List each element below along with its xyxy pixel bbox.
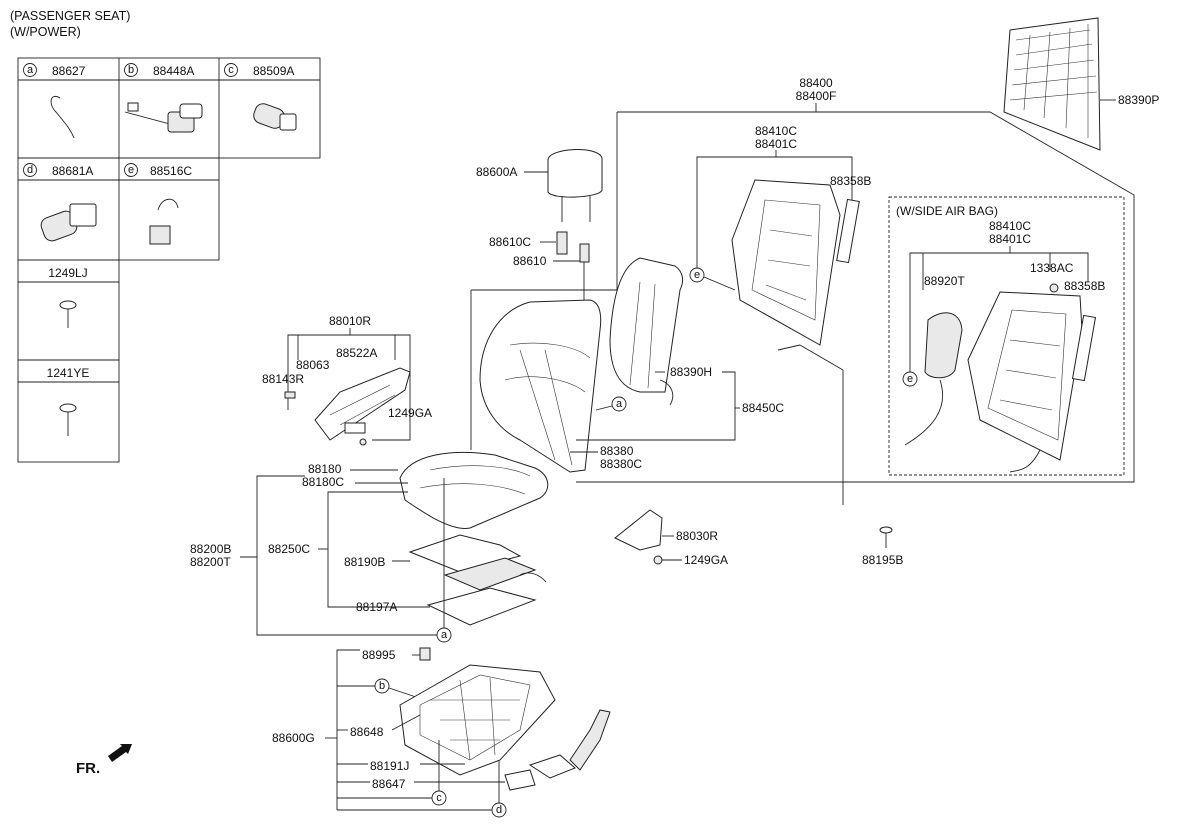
label-88250C: 88250C bbox=[268, 542, 310, 556]
label-88410C-2: 88410C bbox=[989, 219, 1031, 233]
label-88401C: 88401C bbox=[755, 137, 797, 151]
screw-icon bbox=[59, 403, 77, 436]
airbag-frame bbox=[904, 283, 1097, 473]
label-88400F: 88400F bbox=[796, 89, 837, 103]
side-airbag-box: (W/SIDE AIR BAG) 88410C 88401C 88920T 13… bbox=[888, 196, 1125, 476]
callout-d-text: d bbox=[496, 804, 502, 816]
label-88648: 88648 bbox=[350, 725, 384, 739]
label-88030R: 88030R bbox=[676, 529, 718, 543]
label-88400: 88400 bbox=[799, 76, 833, 90]
seat-back-frame bbox=[731, 179, 860, 346]
bolt-88195B bbox=[879, 526, 893, 548]
label-88610C: 88610C bbox=[489, 235, 531, 249]
label-side-airbag: (W/SIDE AIR BAG) bbox=[896, 204, 998, 218]
callout-e-2-text: e bbox=[907, 373, 913, 385]
legend-key-c: c bbox=[228, 64, 234, 76]
label-88401C-2: 88401C bbox=[989, 232, 1031, 246]
label-88647: 88647 bbox=[372, 777, 406, 791]
legend-part-1249LJ: 1249LJ bbox=[48, 266, 87, 280]
label-88380: 88380 bbox=[600, 444, 634, 458]
label-88200T: 88200T bbox=[190, 555, 231, 569]
seat-motor-icon bbox=[253, 103, 297, 131]
seat-back-cover: 88390H 88450C a 88380 88380C bbox=[479, 257, 784, 473]
legend-cell-d: d 88681A bbox=[23, 163, 97, 242]
legend-cell-c: c 88509A bbox=[224, 63, 297, 131]
callout-a-text: a bbox=[616, 398, 623, 410]
legend-table: a 88627 b 88448A c 88509A bbox=[17, 57, 321, 463]
label-1338AC: 1338AC bbox=[1030, 261, 1074, 275]
legend-part-d: 88681A bbox=[52, 164, 93, 178]
power-motor-icon bbox=[40, 203, 97, 242]
label-88358B: 88358B bbox=[830, 174, 871, 188]
screw-icon bbox=[59, 300, 77, 328]
label-88600A: 88600A bbox=[476, 165, 517, 179]
label-88610: 88610 bbox=[513, 254, 547, 268]
legend-part-a: 88627 bbox=[52, 64, 86, 78]
title-line2: (W/POWER) bbox=[10, 25, 81, 39]
callout-b-text: b bbox=[379, 680, 385, 692]
label-88200B: 88200B bbox=[190, 542, 231, 556]
label-88180C: 88180C bbox=[302, 475, 344, 489]
legend-cell-a: a 88627 bbox=[23, 63, 86, 139]
legend-cell-e: e 88516C bbox=[124, 163, 192, 245]
side-shield: 88010R 88063 88522A 88143R 1249GA bbox=[262, 314, 432, 446]
label-88380C: 88380C bbox=[600, 457, 642, 471]
legend-key-a: a bbox=[27, 64, 34, 76]
label-fr: FR. bbox=[76, 760, 100, 777]
label-88143R: 88143R bbox=[262, 372, 304, 386]
label-88191J: 88191J bbox=[370, 759, 409, 773]
label-88010R: 88010R bbox=[329, 314, 371, 328]
label-88190B: 88190B bbox=[344, 555, 385, 569]
label-88197A: 88197A bbox=[356, 600, 397, 614]
legend-cell-b: b 88448A bbox=[124, 63, 203, 133]
legend-part-1241YE: 1241YE bbox=[47, 366, 90, 380]
callout-a bbox=[611, 396, 627, 412]
label-88410C: 88410C bbox=[755, 124, 797, 138]
label-88390H: 88390H bbox=[670, 365, 712, 379]
legend-key-d: d bbox=[27, 164, 33, 176]
label-88063: 88063 bbox=[296, 358, 330, 372]
label-1249GA: 1249GA bbox=[388, 406, 432, 420]
seat-track: 88995 b 88600G 88648 88191J 88647 c d bbox=[272, 647, 611, 818]
title-line1: (PASSENGER SEAT) bbox=[10, 9, 130, 23]
callout-e-text: e bbox=[694, 269, 700, 281]
motor-assembly-icon bbox=[124, 102, 203, 133]
side-cover: 88030R 1249GA 88195B bbox=[614, 509, 903, 567]
legend-part-b: 88448A bbox=[153, 64, 194, 78]
label-88390P: 88390P bbox=[1118, 93, 1159, 107]
label-88180: 88180 bbox=[308, 462, 342, 476]
callout-b bbox=[374, 678, 390, 694]
seat-cushion: 88180 88180C 88200B 88200T 88250C 88190B… bbox=[190, 451, 549, 643]
label-88522A: 88522A bbox=[336, 346, 377, 360]
legend-part-c: 88509A bbox=[253, 64, 294, 78]
seat-back-assembly: 88400 88400F 88390P 88410C 88401C 88358B… bbox=[470, 17, 1159, 505]
callout-c-text: c bbox=[436, 792, 442, 804]
front-arrow-icon bbox=[108, 744, 132, 762]
legend-key-b: b bbox=[128, 64, 134, 76]
callout-a-2-text: a bbox=[441, 629, 448, 641]
label-88995: 88995 bbox=[362, 648, 396, 662]
callout-e-2 bbox=[902, 371, 918, 387]
back-panel-88390P bbox=[1003, 17, 1101, 151]
legend-part-e: 88516C bbox=[150, 164, 192, 178]
wire-clip-icon bbox=[50, 96, 75, 139]
label-88450C: 88450C bbox=[742, 401, 784, 415]
front-direction-indicator: FR. bbox=[76, 744, 132, 777]
callout-e bbox=[689, 267, 705, 283]
connector-icon bbox=[149, 198, 179, 245]
label-88358B-2: 88358B bbox=[1064, 279, 1105, 293]
label-88920T: 88920T bbox=[924, 274, 965, 288]
label-88195B: 88195B bbox=[862, 553, 903, 567]
label-88600G: 88600G bbox=[272, 731, 315, 745]
headrest: 88600A 88610C 88610 bbox=[476, 149, 603, 318]
label-1249GA-2: 1249GA bbox=[684, 553, 728, 567]
legend-key-e: e bbox=[128, 164, 134, 176]
